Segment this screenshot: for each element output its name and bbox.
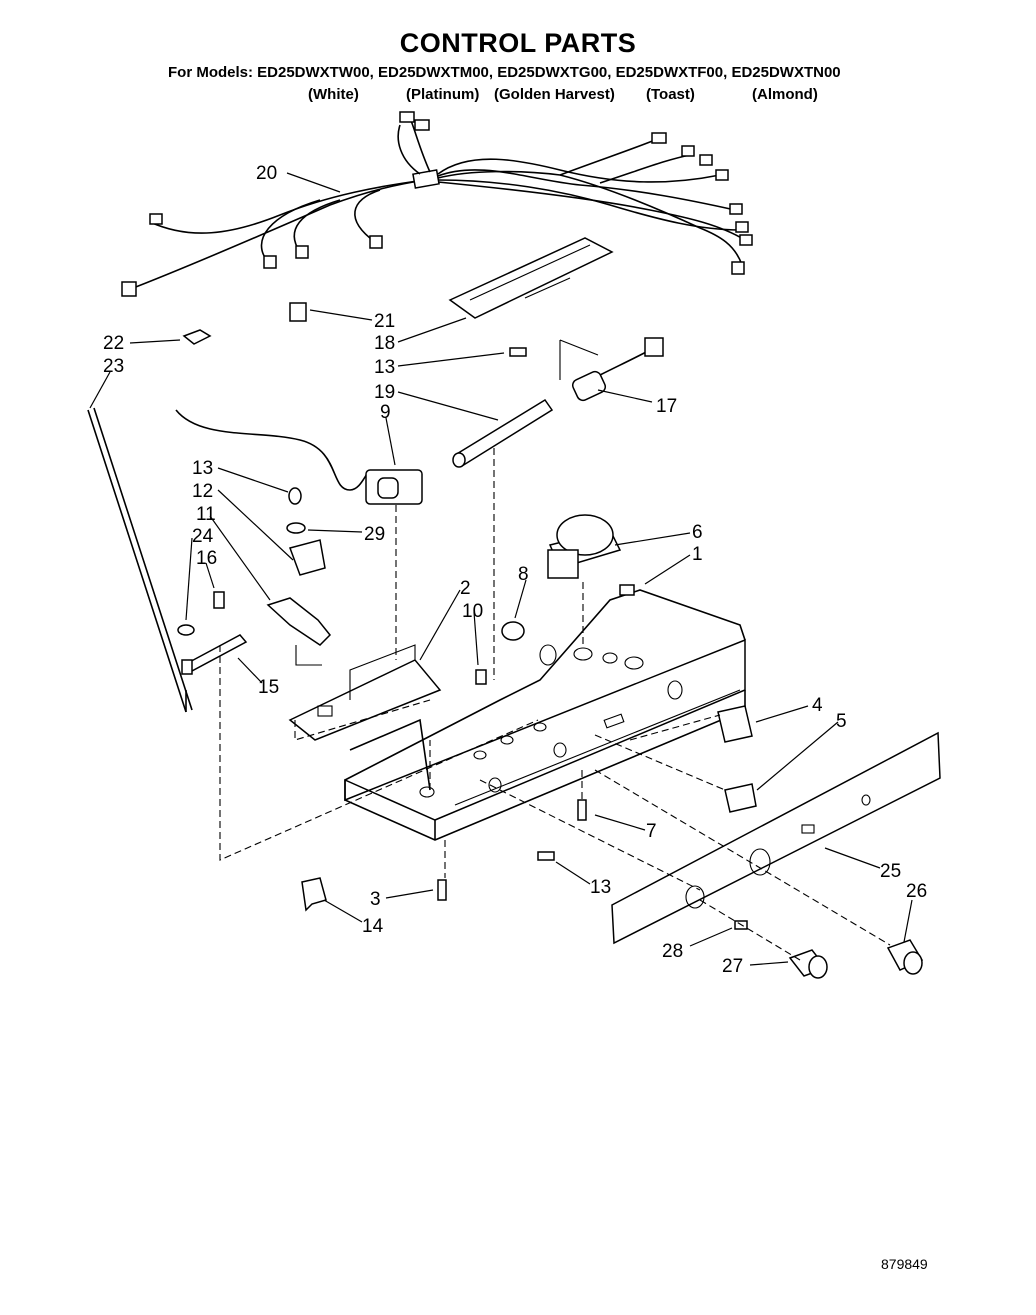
diagram-title: CONTROL PARTS	[399, 28, 637, 58]
model-color-white: (White)	[308, 86, 359, 103]
callout-29: 29	[364, 524, 385, 545]
callout-10: 10	[462, 601, 483, 622]
leader-lines	[89, 172, 913, 966]
callout-4: 4	[812, 695, 823, 716]
callout-28: 28	[662, 941, 683, 962]
models-line: For Models: ED25DWXTW00, ED25DWXTM00, ED…	[168, 64, 841, 81]
callout-19: 19	[374, 382, 395, 403]
document-number: 879849	[881, 1256, 928, 1272]
callout-16: 16	[196, 548, 217, 569]
callout-5: 5	[836, 711, 847, 732]
callout-13-left: 13	[192, 458, 213, 479]
callout-1: 1	[692, 544, 703, 565]
callout-23: 23	[103, 356, 124, 377]
callout-15: 15	[258, 677, 279, 698]
callout-18: 18	[374, 333, 395, 354]
callout-6: 6	[692, 522, 703, 543]
screws	[437, 347, 587, 901]
callout-11: 11	[196, 504, 216, 525]
callout-9: 9	[380, 402, 391, 423]
defrost-timer	[547, 514, 622, 579]
callout-22: 22	[103, 333, 124, 354]
callout-numbers: 20 21 18 13 19 17 9 22 23 13 12 29 11 24…	[103, 163, 927, 977]
thermostat-control	[175, 409, 423, 505]
model-color-almond: (Almond)	[752, 86, 818, 103]
callout-24: 24	[192, 526, 214, 547]
model-color-platinum: (Platinum)	[406, 86, 480, 103]
knobs	[734, 920, 924, 979]
control-panel-overlay	[611, 731, 941, 945]
callout-26: 26	[906, 881, 927, 902]
callout-7: 7	[646, 821, 657, 842]
callout-13-lower: 13	[590, 877, 611, 898]
light-switches	[717, 705, 757, 813]
callout-25: 25	[880, 861, 901, 882]
callout-12: 12	[192, 481, 213, 502]
lever-assembly	[177, 591, 248, 675]
callout-27: 27	[722, 956, 743, 977]
callout-20: 20	[256, 163, 277, 184]
callout-21: 21	[374, 311, 395, 332]
callout-13-upper: 13	[374, 357, 395, 378]
control-cover-plate	[448, 237, 614, 319]
callout-2: 2	[460, 578, 471, 599]
model-color-toast: (Toast)	[646, 86, 695, 103]
assembly-lines	[219, 448, 891, 961]
callout-17: 17	[656, 396, 677, 417]
thermistor-and-heater	[452, 337, 664, 468]
grommet	[501, 621, 525, 641]
small-bracket	[182, 329, 212, 345]
wire-harness	[121, 111, 753, 297]
mounting-bracket	[288, 644, 442, 741]
callout-3: 3	[370, 889, 381, 910]
retainer-clip	[301, 877, 327, 912]
callout-14: 14	[362, 916, 384, 937]
callout-8: 8	[518, 564, 529, 585]
control-housing	[344, 584, 746, 841]
damper-assembly	[266, 487, 332, 666]
model-color-golden-harvest: (Golden Harvest)	[494, 86, 615, 103]
wire-clip	[289, 302, 307, 322]
control-rod	[87, 407, 193, 713]
